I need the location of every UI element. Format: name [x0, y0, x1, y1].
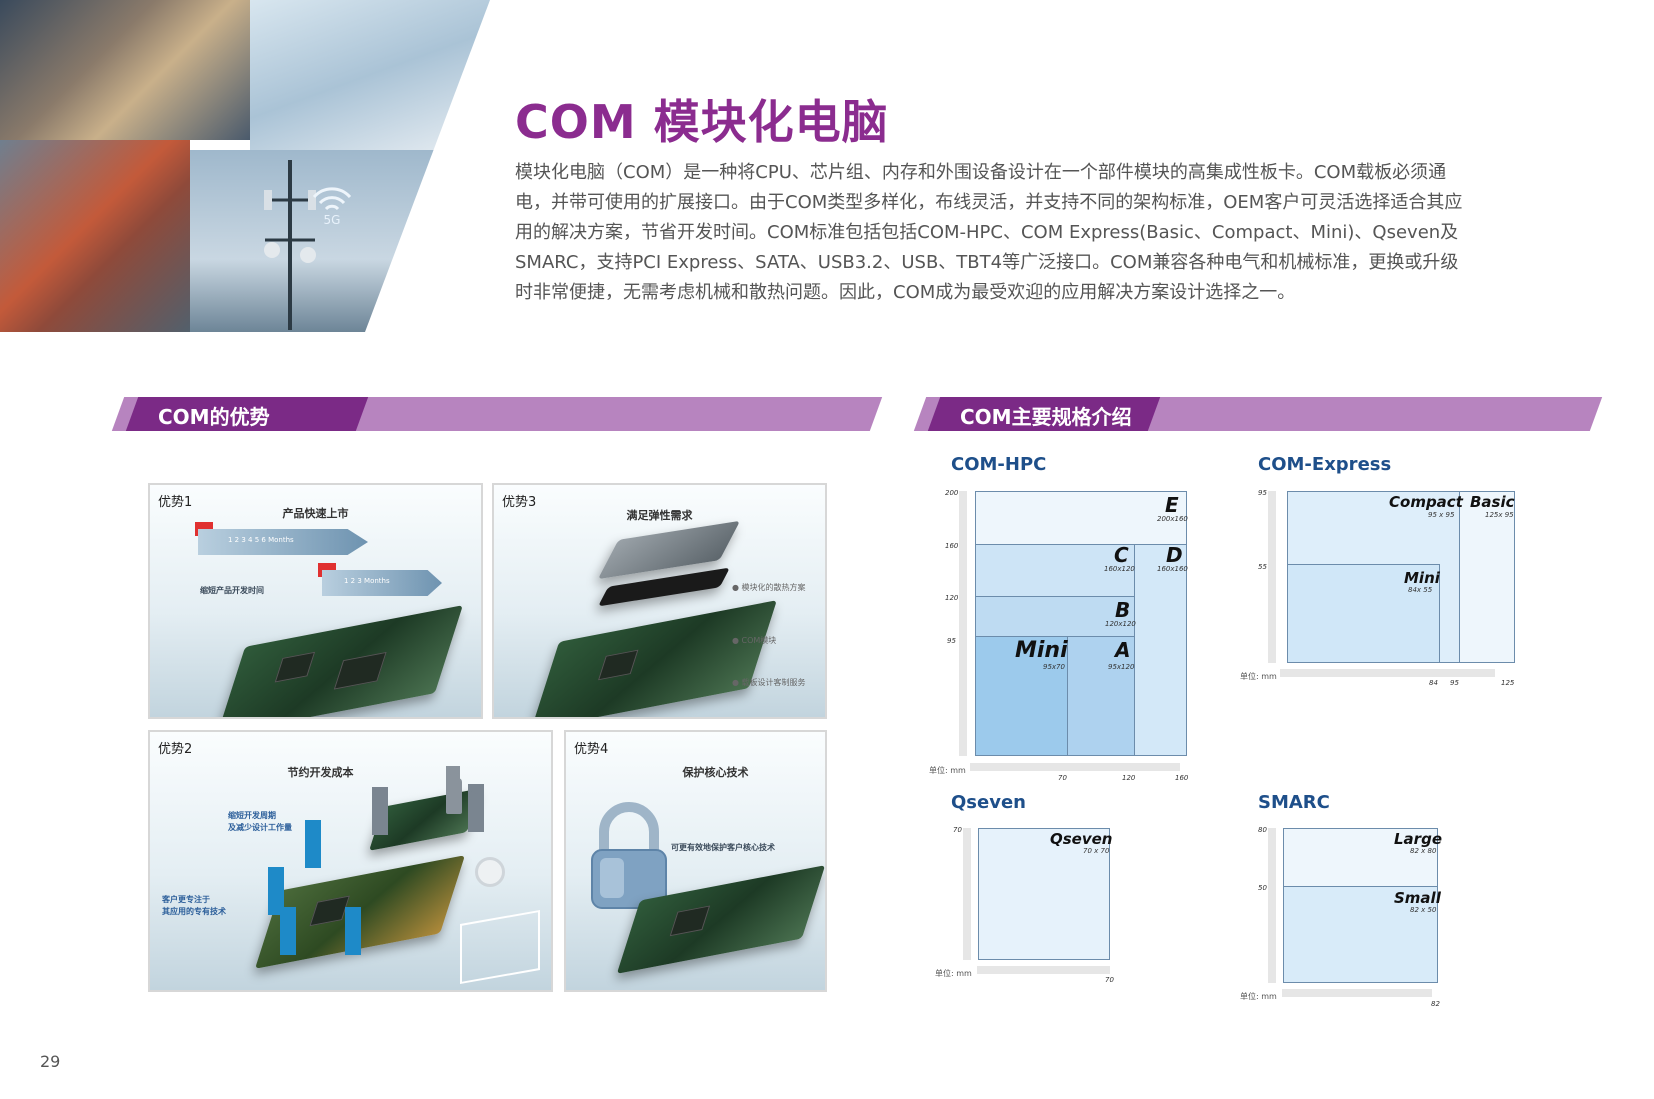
spec-box-small — [1283, 886, 1438, 983]
spec-hpc-title: COM-HPC — [951, 454, 1047, 475]
telecom-tower-photo — [190, 150, 490, 332]
advantage-3-note-3: ● 载板设计客制服务 — [732, 678, 806, 687]
advantages-section-title: COM的优势 — [158, 405, 270, 429]
padlock-icon — [591, 802, 667, 909]
advantage-2-note-2a: 客户更专注于 — [162, 895, 210, 904]
person-icon — [372, 787, 388, 835]
com-board-image — [217, 605, 463, 717]
person-icon — [345, 907, 361, 955]
timeline-arrow-long: 1 2 3 4 5 6 Months — [198, 529, 368, 555]
advantage-4-panel: 优势4 保护核心技术 可更有效地保护客户核心技术 — [564, 730, 827, 992]
advantage-2-label: 优势2 — [158, 742, 193, 757]
spec-smarc-title: SMARC — [1258, 792, 1330, 813]
specs-section-banner: COM主要规格介绍 — [913, 397, 1603, 431]
advantage-2-heading: 节约开发成本 — [287, 766, 354, 779]
spec-express-diagram: 95 55 84 95 125 单位: mm Compact 95 x 95 B… — [1240, 489, 1515, 687]
advantage-3-note-2: ● COM模块 — [732, 636, 777, 645]
advantage-2-panel: 优势2 节约开发成本 缩短开发周期 及减少设计工作量 客户更专注于 其应用的专有… — [148, 730, 553, 992]
advantage-4-note: 可更有效地保护客户核心技术 — [671, 843, 775, 852]
advantage-1-note: 缩短产品开发时间 — [200, 586, 264, 595]
advantage-2-note-1a: 缩短开发周期 — [228, 811, 276, 820]
hero-photo-collage: 5G — [0, 0, 490, 332]
tower-icon — [264, 160, 316, 330]
timeline-short-label: 1 2 3 Months — [344, 577, 390, 585]
wifi-5g-icon: 5G — [310, 185, 354, 227]
advantage-2-note-1b: 及减少设计工作量 — [228, 823, 292, 832]
robot-arm-photo — [0, 140, 190, 332]
advantage-3-label: 优势3 — [502, 495, 537, 510]
advantage-4-label: 优势4 — [574, 742, 609, 757]
advantage-1-label: 优势1 — [158, 495, 193, 510]
industrial-welding-photo — [0, 0, 250, 140]
advantage-1-heading: 产品快速上市 — [282, 507, 349, 520]
person-icon — [468, 784, 484, 832]
person-icon — [446, 766, 462, 814]
box-outline-icon — [460, 909, 540, 985]
advantage-2-note-2b: 其应用的专有技术 — [162, 907, 226, 916]
page-number: 29 — [40, 1052, 61, 1071]
spec-hpc-diagram: 200 160 120 95 70 120 160 单位: mm E 200x1… — [929, 489, 1189, 782]
medical-lab-photo — [250, 0, 490, 150]
spec-qseven-diagram: 70 70 单位: mm Qseven 70 x 70 — [935, 826, 1114, 984]
spec-smarc-diagram: 80 50 82 单位: mm Large 82 x 80 Small 82 x… — [1240, 826, 1442, 1008]
advantage-3-heading: 满足弹性需求 — [626, 509, 693, 522]
spec-qseven-title: Qseven — [951, 792, 1026, 813]
advantage-3-panel: 优势3 满足弹性需求 ● 模块化的散热方案 ● COM模块 ● 载板设计客制服务 — [492, 483, 827, 719]
advantage-3-note-1: ● 模块化的散热方案 — [732, 583, 806, 592]
page-title: COM 模块化电脑 — [515, 95, 889, 149]
timeline-arrow-short: 1 2 3 Months — [322, 570, 442, 596]
spec-box-mini — [975, 636, 1068, 756]
person-icon — [268, 867, 284, 915]
spec-box-qseven — [978, 828, 1110, 960]
carrier-board-image — [531, 600, 777, 717]
wifi-5g-label: 5G — [323, 213, 341, 227]
person-icon — [305, 820, 321, 868]
advantage-4-heading: 保护核心技术 — [682, 766, 749, 779]
timeline-long-label: 1 2 3 4 5 6 Months — [228, 536, 294, 544]
specs-section-title: COM主要规格介绍 — [960, 405, 1132, 429]
spec-express-title: COM-Express — [1258, 454, 1392, 475]
person-icon — [280, 907, 296, 955]
advantages-section-banner: COM的优势 — [111, 397, 883, 431]
coin-icon — [475, 857, 505, 887]
spec-box-express-mini — [1287, 564, 1440, 663]
intro-paragraph: 模块化电脑（COM）是一种将CPU、芯片组、内存和外围设备设计在一个部件模块的高… — [515, 162, 1463, 303]
advantage-1-panel: 优势1 产品快速上市 1 2 3 4 5 6 Months 1 2 3 Mont… — [148, 483, 483, 719]
